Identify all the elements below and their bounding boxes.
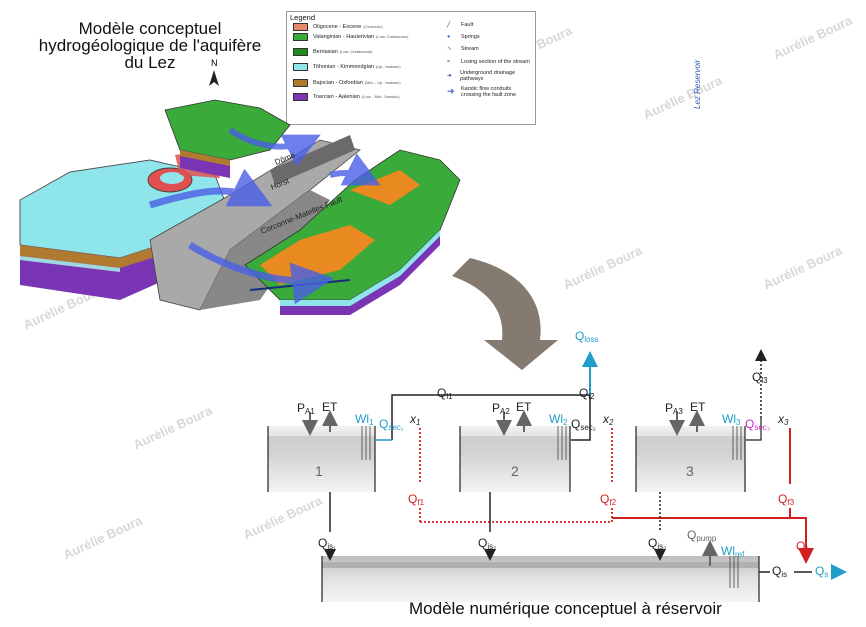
water-level-label: Wl2 [549,412,568,427]
qf-label: Qf2 [600,492,617,507]
legend-symbol: ╱Fault [447,21,474,28]
tank-3 [635,426,746,492]
water-level-label: Wl1 [355,412,374,427]
drainage-arrow-icon: ➜ [447,72,452,79]
tank-2-number: 2 [511,463,519,479]
tank-3-number: 3 [686,463,694,479]
ql1-label: Ql1 [437,386,453,401]
stream-icon: ∿ [447,45,452,52]
qf-label: Qf1 [408,492,425,507]
legend-title: Legend [290,13,316,22]
tank-1 [267,426,376,492]
et-label: ET [690,400,706,414]
legend-symbol: ➜Karstic flow conduits crossing the faul… [447,86,517,98]
qsec-label: Qsec₁ [379,417,404,432]
qloss-label: Qloss [575,329,599,344]
et-label: ET [322,400,338,414]
spring-icon: ● [447,33,451,40]
qpump-label: Qpump [687,528,717,543]
qis-label: Qis₁ [318,536,336,551]
ql3-label: Ql3 [752,370,768,385]
legend-stratum: Toarcian - Aalenian(Low. - Mid. Jurassic… [293,92,400,101]
qis-label: Qis₃ [648,536,667,551]
qis-total-label: Qis [772,564,788,579]
qsec-label: Qsec₂ [571,417,596,432]
lower-reservoir [321,556,760,602]
x-threshold-label: x2 [603,412,614,427]
tank-2 [459,426,571,492]
ql2-label: Ql2 [579,386,595,401]
precipitation-label: PA3 [665,401,683,416]
svg-text:N: N [211,58,218,68]
qis-label: Qis₂ [478,536,497,551]
legend-symbol: ∿Stream [447,45,479,52]
north-arrow-icon: N [209,58,219,86]
fault-icon: ╱ [447,21,451,28]
qs-label: Qs [815,564,829,579]
legend-stratum: Bajocian - Oxfordian(Mid. - Up. Jurassic… [293,78,401,87]
qf-total-label: Qf [796,539,808,554]
top-title: Modèle conceptuel hydrogéologique de l'a… [38,19,262,72]
bottom-caption: Modèle numérique conceptuel à réservoir [409,599,722,618]
legend-symbol: ≈Losing section of the stream [447,58,530,65]
precipitation-label: PA2 [492,401,510,416]
tank-1-number: 1 [315,463,323,479]
legend-stratum: Berriasian(Low. Cretaceous) [293,47,372,56]
x-threshold-label: x1 [410,412,421,427]
legend-stratum: Valanginian - Hauterivian(Low. Cretaceou… [293,32,409,41]
wlref-label: Wlref [721,544,745,559]
transition-arrow-icon [452,258,558,370]
et-label: ET [516,400,532,414]
karst-conduit-icon: ➜ [447,86,455,96]
legend-symbol: ➜Underground drainage pathways [447,69,516,82]
water-level-label: Wl3 [722,412,741,427]
losing-stream-icon: ≈ [447,58,451,65]
precipitation-label: PA1 [297,401,315,416]
x-threshold-label: x3 [778,412,789,427]
qf-label: Qf3 [778,492,795,507]
legend-stratum: Tithonian - Kimmendgian(Up. Jurassic) [293,62,401,71]
legend-stratum: Oligocene - Eocene(Cenozoic) [293,22,383,31]
qsec-label: Qsec₃ [745,417,771,432]
geology-block-diagram [19,99,461,315]
legend: Legend Oligocene - Eocene(Cenozoic) Vala… [286,11,702,125]
legend-symbol: ●Springs [447,33,480,40]
